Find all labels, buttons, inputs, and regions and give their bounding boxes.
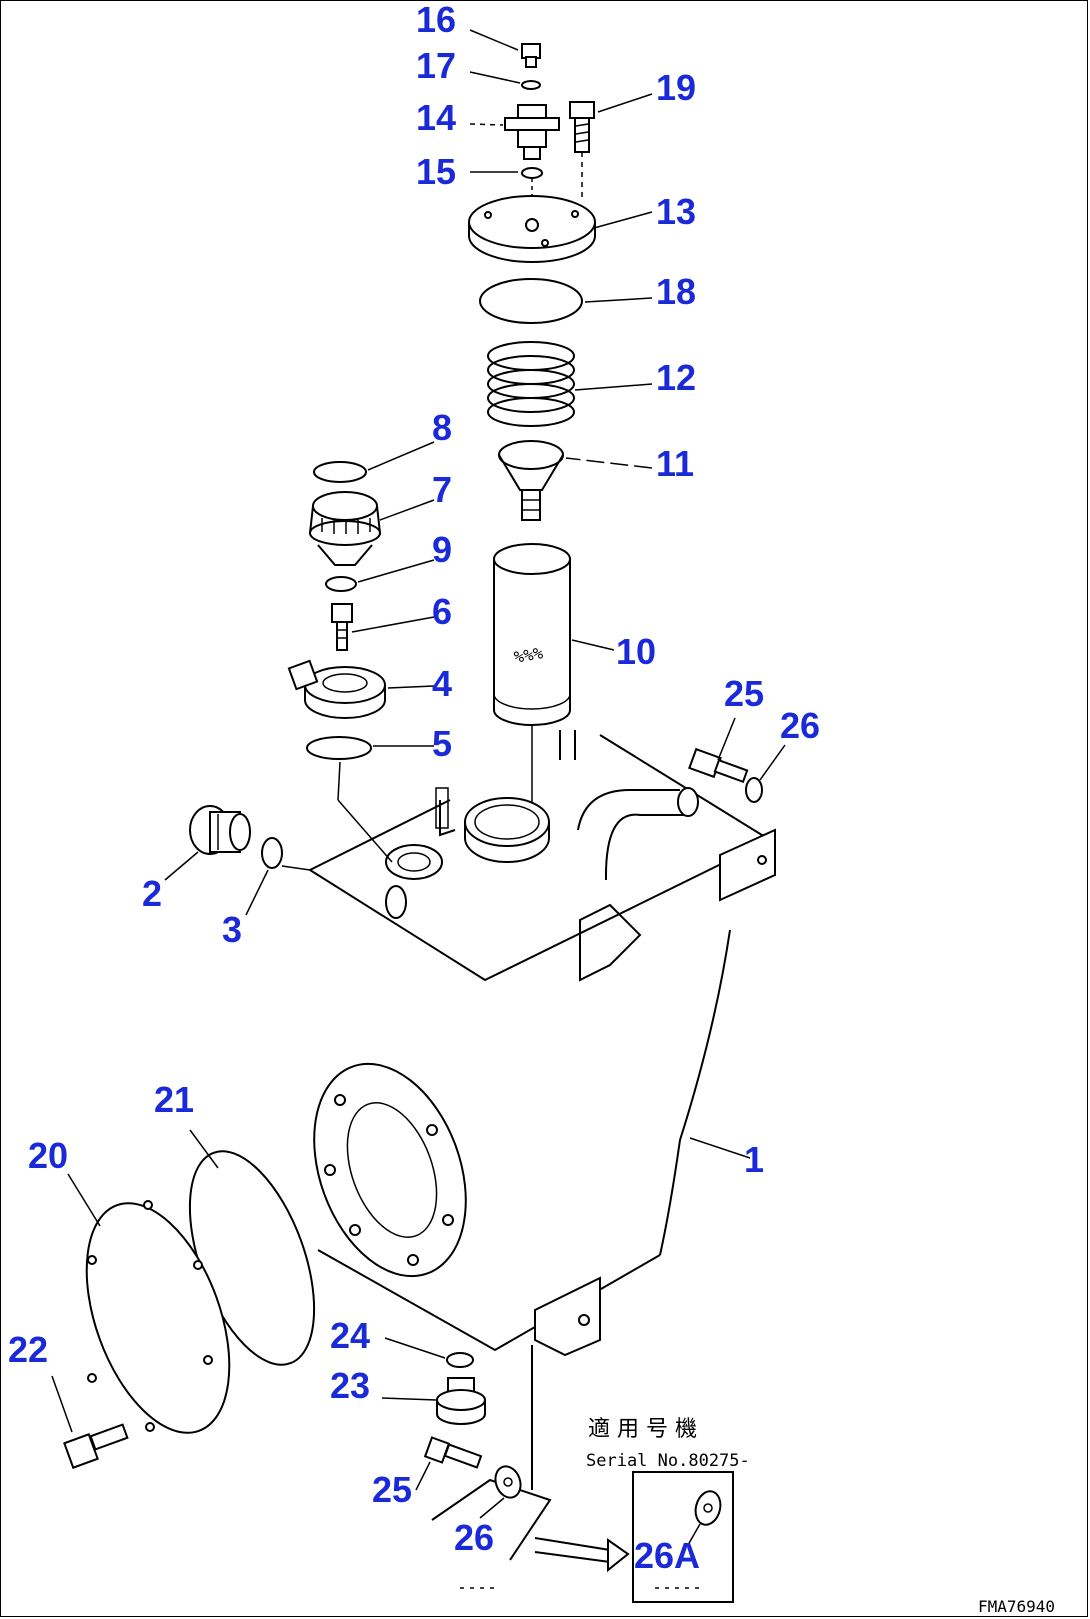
callout-3: 3 xyxy=(222,909,242,950)
callout-20: 20 xyxy=(28,1135,68,1176)
leader-lines xyxy=(51,29,786,1519)
part-6-strainer xyxy=(331,603,353,651)
callout-6: 6 xyxy=(432,591,452,632)
part-19-bolt xyxy=(569,101,595,200)
callout-26-lower: 26 xyxy=(454,1517,494,1558)
part-12-spring xyxy=(487,341,575,427)
part-22-bolt xyxy=(63,1423,129,1469)
part-23-drain-plug xyxy=(436,1377,486,1425)
callout-15: 15 xyxy=(416,151,456,192)
part-4-filler-neck xyxy=(287,659,386,719)
callout-8: 8 xyxy=(432,407,452,448)
part-16-plug xyxy=(521,43,541,68)
applicability-label: 適 用 号 機 xyxy=(588,1417,697,1442)
callout-10: 10 xyxy=(616,631,656,672)
part-26-washer-upper xyxy=(745,777,763,803)
callout-24: 24 xyxy=(330,1315,370,1356)
callout-17: 17 xyxy=(416,45,456,86)
callout-21: 21 xyxy=(154,1079,194,1120)
callout-4: 4 xyxy=(432,663,452,704)
callout-9: 9 xyxy=(432,529,452,570)
part-13-cover xyxy=(468,195,596,263)
part-1-hydraulic-tank xyxy=(309,730,776,1573)
figure-code: FMA76940 xyxy=(978,1597,1055,1616)
part-3-o-ring xyxy=(261,837,283,869)
callout-2: 2 xyxy=(142,873,162,914)
serial-label: Serial No.80275- xyxy=(586,1451,750,1471)
callout-18: 18 xyxy=(656,271,696,312)
callout-11: 11 xyxy=(656,443,694,484)
callout-5: 5 xyxy=(432,723,452,764)
part-26-washer-lower xyxy=(494,1465,522,1499)
part-11-valve xyxy=(498,440,564,521)
callout-25-upper: 25 xyxy=(724,673,764,714)
callout-23: 23 xyxy=(330,1365,370,1406)
callout-26-upper: 26 xyxy=(780,705,820,746)
part-8-plate xyxy=(313,461,367,483)
part-24-o-ring xyxy=(446,1352,474,1368)
callout-26A: 26A xyxy=(634,1535,700,1576)
callout-22: 22 xyxy=(8,1329,48,1370)
part-14-valve-body xyxy=(504,104,560,160)
callout-7: 7 xyxy=(432,469,452,510)
callout-13: 13 xyxy=(656,191,696,232)
callout-25-lower: 25 xyxy=(372,1469,412,1510)
part-17-o-ring xyxy=(521,80,541,90)
part-5-gasket xyxy=(306,736,372,760)
callout-labels: 16 17 14 15 19 13 18 12 11 8 7 9 6 10 4 … xyxy=(8,0,820,1576)
part-9-o-ring xyxy=(325,576,357,592)
part-2-plug xyxy=(189,805,251,855)
part-25-bolt-lower xyxy=(423,1436,483,1469)
part-15-o-ring xyxy=(521,167,543,179)
part-25-bolt-upper xyxy=(688,747,749,784)
detail-26A-inset xyxy=(460,1471,734,1603)
svg-text:%%%: %%% xyxy=(513,643,545,667)
part-20-cover-plate xyxy=(85,1200,231,1434)
part-7-cap xyxy=(308,491,382,566)
callout-16: 16 xyxy=(416,0,456,40)
part-18-o-ring xyxy=(479,278,583,324)
callout-14: 14 xyxy=(416,97,456,138)
callout-1: 1 xyxy=(744,1139,764,1180)
callout-12: 12 xyxy=(656,357,696,398)
part-10-filter-element: %%% xyxy=(493,543,571,810)
callout-19: 19 xyxy=(656,67,696,108)
